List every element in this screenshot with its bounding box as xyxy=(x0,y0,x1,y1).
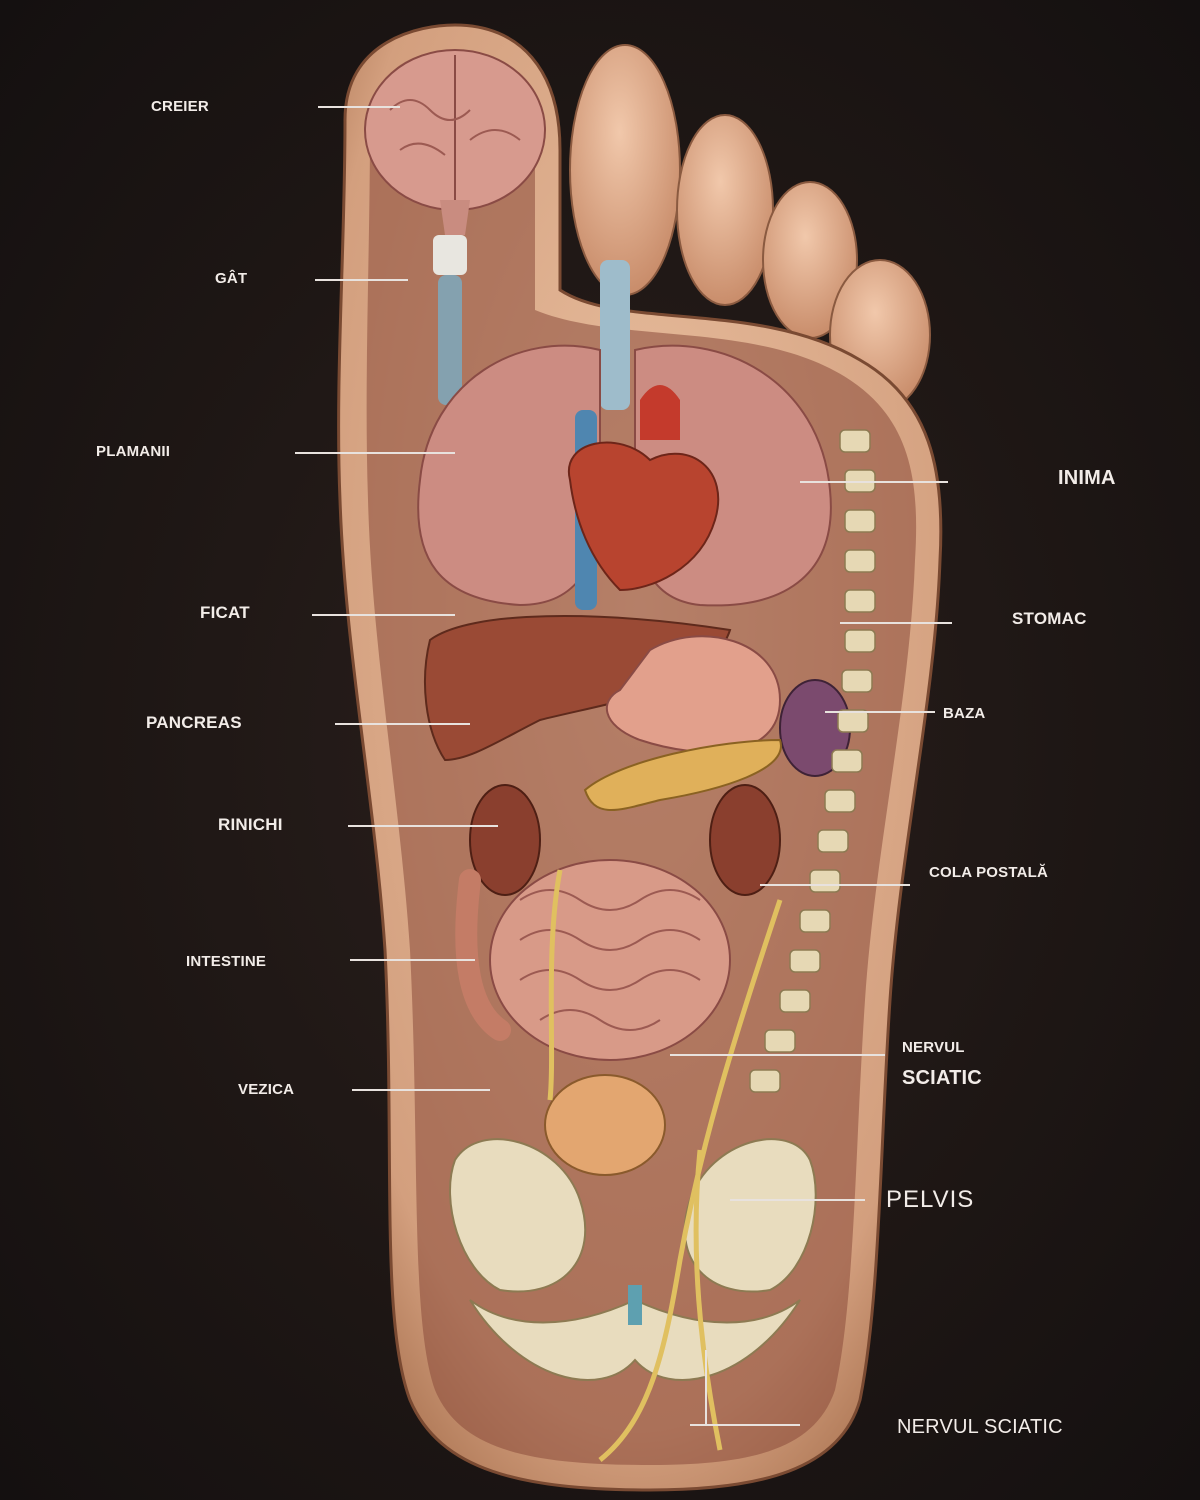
heart xyxy=(567,385,720,610)
leader-line-nervul-sciatic-lower-vertical xyxy=(705,1350,707,1425)
label-rinichi: RINICHI xyxy=(218,815,283,834)
label-plamanii: PLAMANII xyxy=(96,443,171,460)
label-cola-postala: COLA POSTALĂ xyxy=(929,864,1049,881)
label-pelvis: PELVIS xyxy=(886,1186,975,1213)
leader-line-vezica xyxy=(352,1089,490,1091)
label-creier: CREIER xyxy=(151,98,209,115)
neck xyxy=(433,235,467,275)
pelvis xyxy=(449,1138,817,1381)
leader-line-cola-postala xyxy=(760,884,910,886)
leader-line-intestine xyxy=(350,959,475,961)
label-intestine: INTESTINE xyxy=(186,953,267,970)
leader-line-inima xyxy=(800,481,948,483)
label-nervul-sciatic-lower: NERVUL SCIATIC xyxy=(897,1416,1063,1438)
bladder xyxy=(544,1074,666,1176)
trachea xyxy=(600,260,630,410)
leader-line-ficat xyxy=(312,614,455,616)
leader-line-baza xyxy=(825,711,935,713)
leader-line-nervul-sciatic-lower xyxy=(690,1424,800,1426)
label-gat: GÂT xyxy=(215,270,248,287)
label-vezica: VEZICA xyxy=(238,1081,295,1098)
leader-line-nervul-sciatic-upper xyxy=(670,1054,885,1056)
right-kidney xyxy=(709,784,781,896)
label-baza: BAZA xyxy=(943,705,986,722)
brain xyxy=(364,49,546,235)
sciatic-nerve xyxy=(547,869,783,1462)
leader-line-gat xyxy=(315,279,408,281)
leader-line-creier xyxy=(318,106,400,108)
label-nervul-sciatic-upper-line1: NERVUL xyxy=(902,1039,965,1056)
leader-line-pelvis xyxy=(730,1199,865,1201)
label-nervul-sciatic-upper-line2: SCIATIC xyxy=(902,1067,982,1089)
leader-line-stomac xyxy=(840,622,952,624)
spine xyxy=(749,429,876,1093)
label-stomac: STOMAC xyxy=(1012,609,1087,628)
label-ficat: FICAT xyxy=(200,603,250,622)
leader-line-pancreas xyxy=(335,723,470,725)
pancreas xyxy=(583,738,782,811)
left-kidney xyxy=(469,784,541,896)
label-inima: INIMA xyxy=(1058,467,1116,489)
leader-line-plamanii xyxy=(295,452,455,454)
label-pancreas: PANCREAS xyxy=(146,713,242,732)
leader-line-rinichi xyxy=(348,825,498,827)
